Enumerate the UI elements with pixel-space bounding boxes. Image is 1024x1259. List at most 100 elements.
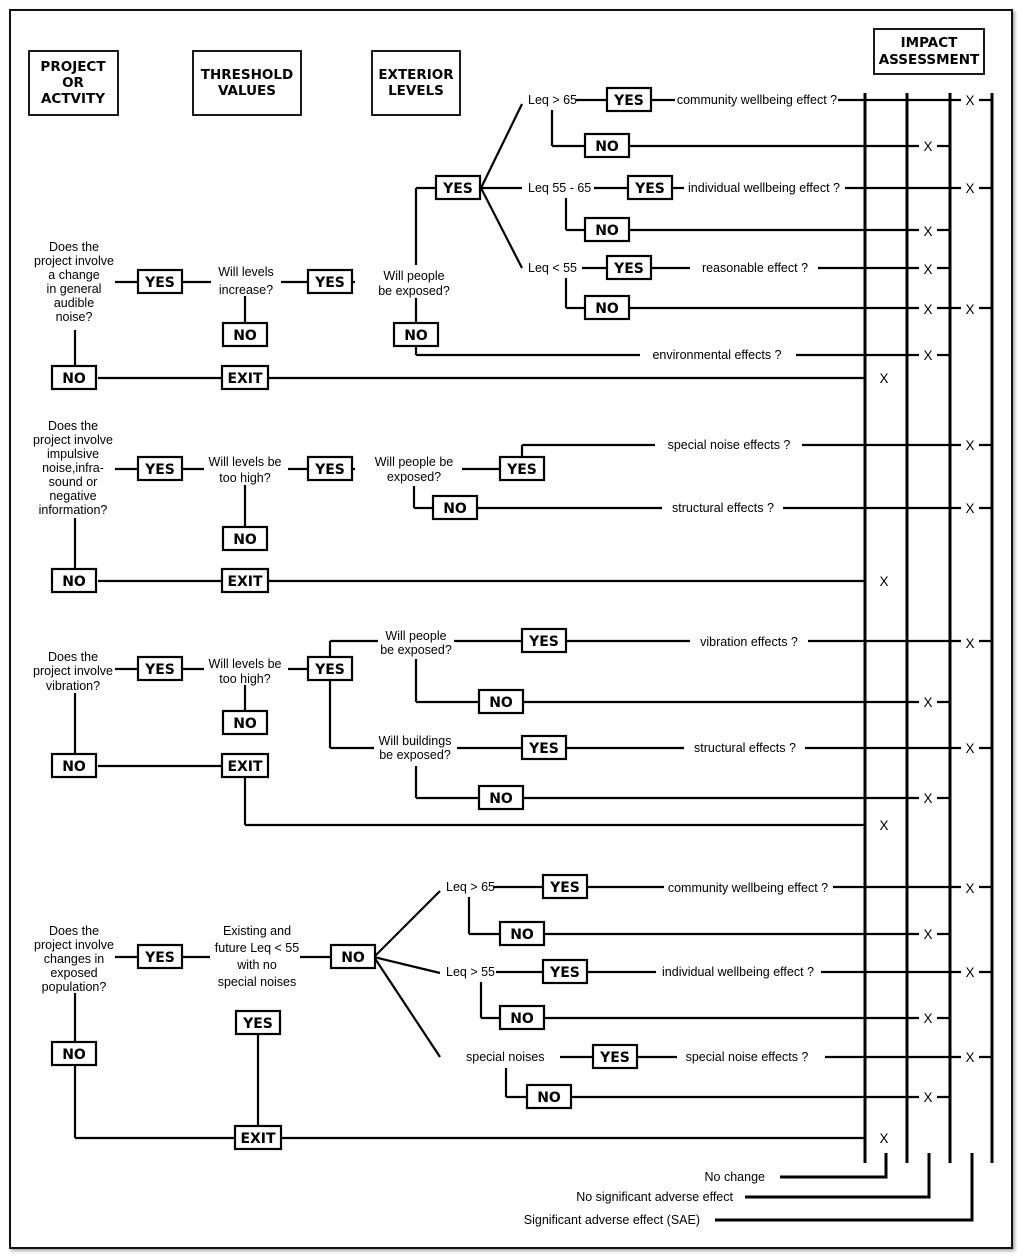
svg-text:Does the: Does the	[49, 924, 99, 938]
svg-text:Leq > 65: Leq > 65	[528, 93, 577, 107]
svg-text:YES: YES	[528, 634, 559, 650]
exit-box: EXIT	[233, 1124, 283, 1151]
no-box: NO	[583, 132, 631, 159]
svg-text:be exposed?: be exposed?	[378, 284, 450, 298]
svg-text:be exposed?: be exposed?	[380, 643, 452, 657]
section-3-effects: vibration effects ? structural effects ?	[694, 635, 798, 755]
section-2-effects: special noise effects ? structural effec…	[668, 438, 791, 515]
x-mark: X	[919, 347, 937, 363]
svg-text:Will people: Will people	[385, 629, 446, 643]
svg-text:X: X	[965, 438, 974, 453]
svg-text:project involve: project involve	[33, 433, 113, 447]
svg-text:Will people be: Will people be	[375, 455, 454, 469]
svg-text:NO: NO	[537, 1090, 561, 1106]
svg-text:exposed: exposed	[50, 966, 97, 980]
x-mark: X	[961, 635, 979, 651]
svg-text:Will levels be: Will levels be	[209, 455, 282, 469]
svg-text:project involve: project involve	[33, 664, 113, 678]
svg-text:Leq < 55: Leq < 55	[528, 261, 577, 275]
svg-text:X: X	[923, 1090, 932, 1105]
svg-text:Will buildings: Will buildings	[379, 734, 452, 748]
legend-no-significant: No significant adverse effect	[576, 1190, 733, 1204]
section-3-boxes: YES YES NO NO EXIT YES NO YES NO	[50, 627, 568, 811]
svg-text:X: X	[879, 818, 888, 833]
svg-text:YES: YES	[549, 965, 580, 981]
svg-text:changes in: changes in	[44, 952, 105, 966]
x-mark: X	[919, 261, 937, 277]
svg-text:ASSESSMENT: ASSESSMENT	[879, 52, 980, 68]
svg-text:ACTVITY: ACTVITY	[41, 91, 105, 107]
svg-text:Existing and: Existing and	[223, 924, 291, 938]
svg-text:YES: YES	[528, 741, 559, 757]
svg-text:NO: NO	[62, 574, 86, 590]
svg-text:YES: YES	[314, 275, 345, 291]
x-mark: X	[919, 926, 937, 942]
yes-box: YES	[306, 455, 354, 482]
svg-text:X: X	[923, 1011, 932, 1026]
no-box: NO	[50, 1040, 98, 1067]
svg-text:IMPACT: IMPACT	[901, 35, 958, 51]
exit-box: EXIT	[220, 752, 270, 779]
svg-text:vibration effects ?: vibration effects ?	[700, 635, 798, 649]
svg-text:VALUES: VALUES	[218, 83, 276, 99]
no-box: NO	[583, 216, 631, 243]
legend-no-change: No change	[705, 1170, 766, 1184]
svg-text:X: X	[965, 965, 974, 980]
yes-box: YES	[136, 268, 184, 295]
svg-text:EXIT: EXIT	[240, 1131, 276, 1147]
svg-text:individual wellbeing effect ?: individual wellbeing effect ?	[688, 181, 840, 195]
svg-text:YES: YES	[144, 462, 175, 478]
section-3-question: Does the project involve vibration?	[33, 650, 113, 693]
x-mark: X	[875, 817, 893, 833]
yes-box: YES	[626, 174, 674, 201]
x-mark: X	[919, 1089, 937, 1105]
svg-text:structural effects ?: structural effects ?	[672, 501, 774, 515]
x-mark: X	[875, 370, 893, 386]
no-box: NO	[477, 688, 525, 715]
svg-text:impulsive: impulsive	[47, 447, 99, 461]
no-box: NO	[498, 920, 546, 947]
x-mark: X	[919, 790, 937, 806]
yes-box: YES	[605, 254, 653, 281]
svg-text:exposed?: exposed?	[387, 470, 441, 484]
yes-box: YES	[136, 455, 184, 482]
svg-text:LEVELS: LEVELS	[388, 83, 444, 99]
svg-text:individual wellbeing effect ?: individual wellbeing effect ?	[662, 965, 814, 979]
svg-text:community wellbeing effect ?: community wellbeing effect ?	[668, 881, 828, 895]
svg-text:X: X	[965, 501, 974, 516]
yes-box: YES	[605, 86, 653, 113]
svg-text:a change: a change	[48, 268, 99, 282]
svg-text:YES: YES	[549, 880, 580, 896]
legend-sae: Significant adverse effect (SAE)	[524, 1213, 700, 1227]
svg-text:X: X	[923, 139, 932, 154]
svg-text:NO: NO	[489, 791, 513, 807]
section-1-levels: Leq > 65 Leq 55 - 65 Leq < 55	[528, 93, 591, 275]
svg-text:X: X	[965, 636, 974, 651]
section-4-boxes: YES NO YES NO EXIT YES NO YES NO YES NO	[50, 873, 639, 1151]
svg-text:EXIT: EXIT	[227, 759, 263, 775]
x-mark: X	[961, 92, 979, 108]
no-box: NO	[221, 525, 269, 552]
svg-text:X: X	[879, 574, 888, 589]
x-mark: X	[961, 500, 979, 516]
svg-text:be exposed?: be exposed?	[379, 748, 451, 762]
yes-box: YES	[498, 455, 546, 482]
svg-text:THRESHOLD: THRESHOLD	[201, 67, 293, 83]
svg-text:YES: YES	[634, 181, 665, 197]
yes-box: YES	[520, 627, 568, 654]
yes-box: YES	[306, 655, 354, 682]
x-mark: X	[961, 1049, 979, 1065]
x-mark: X	[875, 1130, 893, 1146]
svg-text:X: X	[923, 695, 932, 710]
no-box: NO	[221, 709, 269, 736]
svg-text:special noise effects ?: special noise effects ?	[686, 1050, 809, 1064]
section-1-threshold: Will levels increase?	[211, 262, 281, 297]
svg-text:future Leq < 55: future Leq < 55	[215, 941, 299, 955]
svg-text:YES: YES	[242, 1016, 273, 1032]
svg-text:community wellbeing effect ?: community wellbeing effect ?	[677, 93, 837, 107]
svg-text:reasonable effect ?: reasonable effect ?	[702, 261, 808, 275]
svg-text:in general: in general	[47, 282, 102, 296]
svg-text:Will levels: Will levels	[218, 265, 274, 279]
svg-text:X: X	[965, 881, 974, 896]
